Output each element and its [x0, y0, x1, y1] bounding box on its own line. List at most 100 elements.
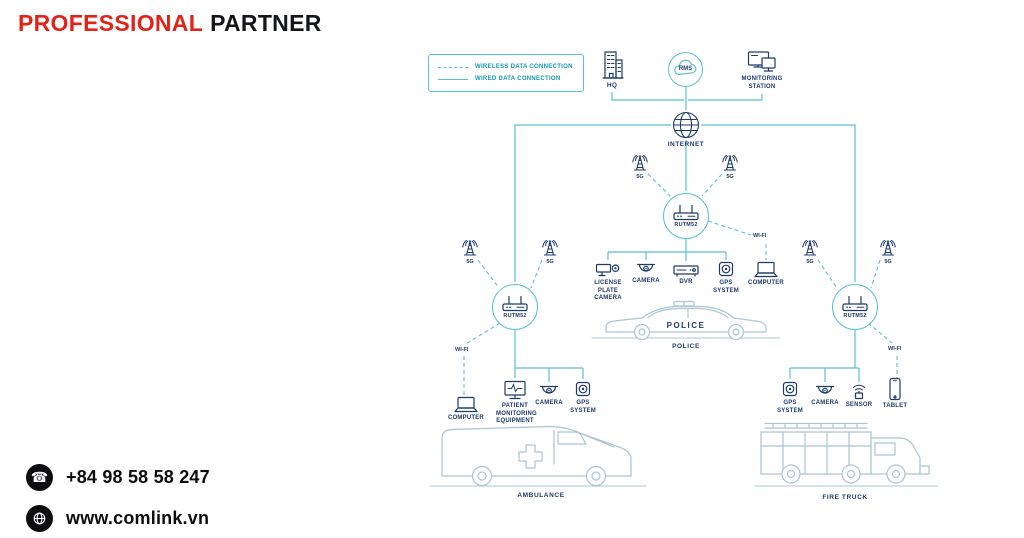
rms-node: RMS: [668, 52, 703, 87]
gps-icon: [716, 261, 736, 278]
router-icon: [840, 295, 870, 312]
brand-word-partner: PARTNER: [210, 10, 322, 36]
laptop-icon: [753, 261, 779, 278]
wifi-label: WI-FI: [751, 233, 769, 239]
building-icon: [599, 50, 625, 80]
patient-monitor-icon: [502, 380, 528, 401]
router-model-label: RUTM52: [503, 313, 527, 319]
ambulance-device-gps: GPS SYSTEM: [569, 381, 597, 415]
police-device-computer: COMPUTER: [744, 261, 788, 288]
police-device-gps: GPS SYSTEM: [712, 261, 740, 295]
gps-icon: [780, 381, 800, 398]
globe-icon: [26, 505, 53, 532]
dashed-line-sample: [438, 66, 468, 68]
antenna-5g-node: 5G: [720, 154, 740, 180]
device-label: PATIENT MONITORING EQUIPMENT: [496, 403, 537, 424]
antenna-5g-node: 5G: [460, 239, 480, 265]
monitoring-station-node: MONITORING STATION: [739, 50, 785, 91]
gps-icon: [573, 381, 593, 398]
device-label: COMPUTER: [748, 280, 784, 286]
router-center-node: RUTM52: [663, 193, 709, 239]
contact-website-row: www.comlink.vn: [26, 505, 209, 532]
phone-icon: ☎: [26, 464, 53, 491]
police-device-license-plate-camera: LICENSE PLATE CAMERA: [585, 261, 631, 303]
device-label: GPS SYSTEM: [713, 280, 739, 294]
cell-antenna-icon: [800, 239, 820, 257]
cell-antenna-icon: [540, 239, 560, 257]
antenna-5g-node: 5G: [630, 154, 650, 180]
dome-camera-icon: [635, 262, 657, 276]
cell-antenna-icon: [630, 154, 650, 172]
antenna-5g-node: 5G: [800, 239, 820, 265]
ambulance-section-label: AMBULANCE: [517, 492, 565, 499]
dvr-icon: [673, 263, 699, 277]
dome-camera-icon: [814, 384, 836, 398]
device-label: CAMERA: [535, 400, 563, 406]
contact-phone-row: ☎ +84 98 58 58 247: [26, 464, 210, 491]
police-device-camera: CAMERA: [624, 262, 668, 286]
legend-box: WIRELESS DATA CONNECTION WIRED DATA CONN…: [428, 54, 584, 92]
legend-wireless-label: WIRELESS DATA CONNECTION: [475, 64, 573, 70]
device-label: SENSOR: [845, 402, 873, 408]
device-label: LICENSE PLATE CAMERA: [594, 280, 622, 301]
cell-antenna-icon: [878, 239, 898, 257]
firetruck-device-sensor: SENSOR: [841, 384, 877, 410]
internet-label: INTERNET: [667, 141, 705, 148]
monitor-wall-icon: [747, 50, 777, 74]
router-icon: [671, 204, 701, 221]
internet-node: INTERNET: [664, 110, 708, 149]
bullet-camera-icon: [595, 261, 621, 278]
antenna-5g-node: 5G: [540, 239, 560, 265]
sensor-icon: [849, 384, 869, 400]
fire-truck-illustration: [754, 422, 938, 487]
5g-label: 5G: [466, 259, 474, 265]
firetruck-device-gps: GPS SYSTEM: [776, 381, 804, 415]
police-car-text: POLICE: [667, 321, 706, 330]
monitoring-station-label: MONITORING STATION: [741, 76, 783, 90]
firetruck-device-tablet: TABLET: [877, 377, 913, 411]
tablet-icon: [887, 377, 903, 401]
router-model-label: RUTM52: [674, 222, 698, 228]
hq-label: HQ: [606, 82, 618, 89]
5g-label: 5G: [884, 259, 892, 265]
rms-label: RMS: [678, 66, 693, 72]
cell-antenna-icon: [460, 239, 480, 257]
antenna-5g-node: 5G: [878, 239, 898, 265]
ambulance-device-computer: COMPUTER: [444, 396, 488, 423]
device-label: CAMERA: [632, 278, 660, 284]
ambulance-device-camera: CAMERA: [531, 384, 567, 408]
firetruck-device-camera: CAMERA: [807, 384, 843, 408]
device-label: GPS SYSTEM: [777, 400, 803, 414]
5g-label: 5G: [546, 259, 554, 265]
device-label: CAMERA: [811, 400, 839, 406]
fire-truck-section-label: FIRE TRUCK: [822, 494, 868, 501]
laptop-icon: [453, 396, 479, 413]
device-label: DVR: [679, 279, 693, 285]
legend-wired-row: WIRED DATA CONNECTION: [438, 76, 574, 82]
police-section-label: POLICE: [672, 343, 700, 350]
5g-label: 5G: [806, 259, 814, 265]
5g-label: 5G: [636, 174, 644, 180]
legend-wireless-row: WIRELESS DATA CONNECTION: [438, 64, 574, 70]
5g-label: 5G: [726, 174, 734, 180]
internet-globe-icon: [671, 110, 701, 140]
hq-node: HQ: [598, 50, 626, 90]
device-label: TABLET: [882, 403, 908, 409]
router-model-label: RUTM52: [843, 313, 867, 319]
device-label: COMPUTER: [448, 415, 484, 421]
dome-camera-icon: [538, 384, 560, 398]
wifi-label: WI-FI: [886, 346, 904, 352]
wifi-label: WI-FI: [453, 347, 471, 353]
phone-number: +84 98 58 58 247: [66, 467, 210, 487]
router-right-node: RUTM52: [832, 284, 878, 330]
ambulance-illustration: [429, 425, 647, 487]
police-car-illustration: POLICE: [591, 300, 781, 340]
router-left-node: RUTM52: [492, 284, 538, 330]
router-icon: [500, 295, 530, 312]
police-device-dvr: DVR: [664, 263, 708, 287]
cloud-icon: [669, 53, 702, 86]
ambulance-device-patient-monitoring: PATIENT MONITORING EQUIPMENT: [496, 380, 537, 426]
cell-antenna-icon: [720, 154, 740, 172]
solid-line-sample: [438, 78, 468, 80]
